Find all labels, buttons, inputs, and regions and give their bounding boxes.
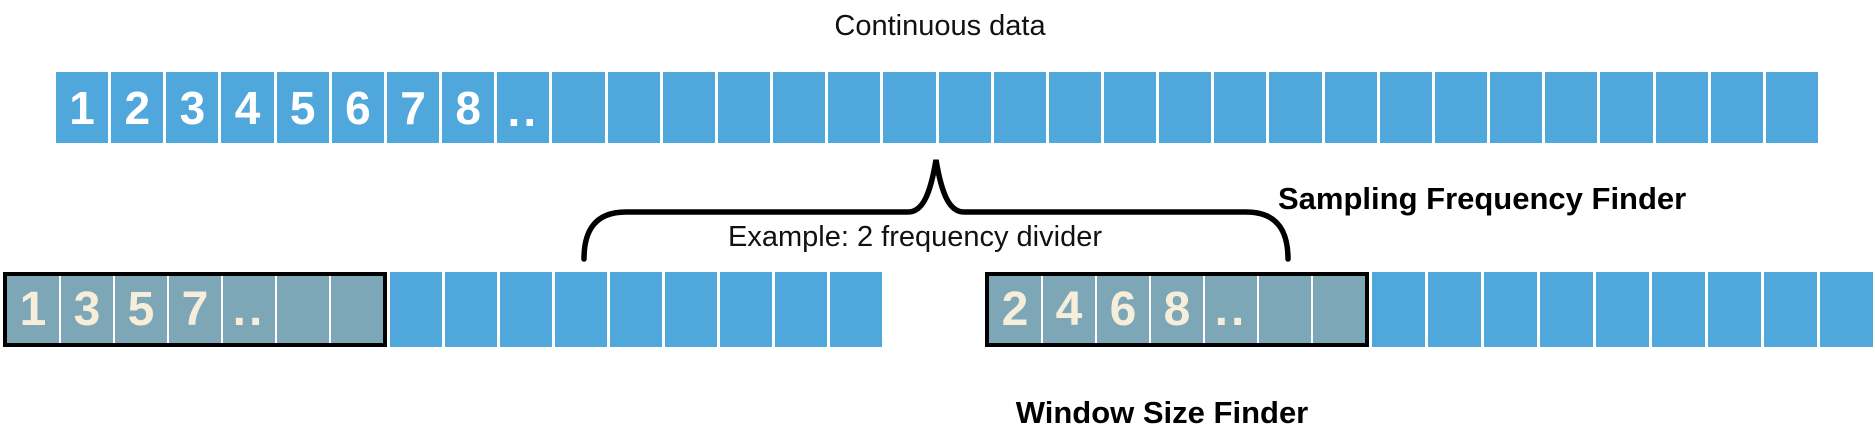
data-cell-empty	[1764, 272, 1817, 347]
window-cell-4: 4	[1043, 276, 1095, 343]
data-cell-empty	[1820, 272, 1873, 347]
window-cell-..: ..	[1205, 276, 1257, 343]
data-cell-empty	[1652, 272, 1705, 347]
window-cell-3: 3	[61, 276, 113, 343]
data-cell-empty	[1540, 272, 1593, 347]
data-cell-5: 5	[276, 72, 329, 143]
data-cell-empty	[993, 72, 1046, 143]
data-cell-empty	[665, 272, 717, 347]
data-cell-empty	[1596, 272, 1649, 347]
window-cell-2: 2	[989, 276, 1041, 343]
data-cell-empty	[938, 72, 991, 143]
window-cell-1: 1	[7, 276, 59, 343]
data-cell-empty	[555, 272, 607, 347]
window-cell-empty	[277, 276, 329, 343]
data-cell-empty	[500, 272, 552, 347]
data-cell-empty	[1372, 272, 1425, 347]
data-cell-4: 4	[221, 72, 274, 143]
data-cell-empty	[1545, 72, 1598, 143]
window-cell-empty	[331, 276, 383, 343]
data-cell-empty	[1428, 272, 1481, 347]
continuous-data-title: Continuous data	[834, 10, 1046, 42]
data-cell-empty	[1490, 72, 1543, 143]
data-cell-empty	[773, 72, 826, 143]
window-cell-empty	[1313, 276, 1365, 343]
data-cell-empty	[828, 72, 881, 143]
data-cell-empty	[662, 72, 715, 143]
data-cell-empty	[883, 72, 936, 143]
data-cell-empty	[775, 272, 827, 347]
data-cell-1: 1	[56, 72, 109, 143]
window-size-finder-label: Window Size Finder	[1015, 395, 1309, 430]
sampling-frequency-finder-label: Sampling Frequency Finder	[1278, 181, 1687, 216]
data-cell-empty	[1379, 72, 1432, 143]
data-cell-empty	[1214, 72, 1267, 143]
data-cell-empty	[1434, 72, 1488, 143]
data-cell-8: 8	[442, 72, 495, 143]
data-cell-empty	[1600, 72, 1653, 143]
window-cell-empty	[1259, 276, 1311, 343]
data-cell-empty	[1708, 272, 1761, 347]
data-cell-empty	[1655, 72, 1708, 143]
data-cell-empty	[610, 272, 662, 347]
window-cell-5: 5	[115, 276, 167, 343]
brace-icon	[581, 159, 1291, 262]
data-cell-empty	[445, 272, 497, 347]
data-cell-empty	[1710, 72, 1763, 143]
data-cell-7: 7	[386, 72, 440, 143]
data-cell-empty	[717, 72, 771, 143]
data-cell-empty	[607, 72, 660, 143]
data-cell-empty	[1484, 272, 1537, 347]
window-cell-6: 6	[1097, 276, 1149, 343]
data-cell-empty	[1048, 72, 1101, 143]
data-cell-empty	[1103, 72, 1157, 143]
data-cell-2: 2	[111, 72, 164, 143]
data-cell-..: ..	[497, 72, 550, 143]
data-cell-empty	[552, 72, 605, 143]
data-cell-empty	[720, 272, 772, 347]
data-cell-empty	[390, 272, 442, 347]
brace-path	[581, 159, 1291, 262]
example-label: Example: 2 frequency divider	[728, 221, 1102, 253]
data-cell-6: 6	[331, 72, 384, 143]
window-cell-8: 8	[1151, 276, 1203, 343]
data-cell-empty	[1159, 72, 1212, 143]
data-cell-3: 3	[166, 72, 219, 143]
data-cell-empty	[1269, 72, 1322, 143]
data-cell-empty	[1765, 72, 1818, 143]
data-cell-empty	[830, 272, 882, 347]
window-cell-7: 7	[169, 276, 221, 343]
window-cell-..: ..	[223, 276, 275, 343]
data-cell-empty	[1324, 72, 1377, 143]
